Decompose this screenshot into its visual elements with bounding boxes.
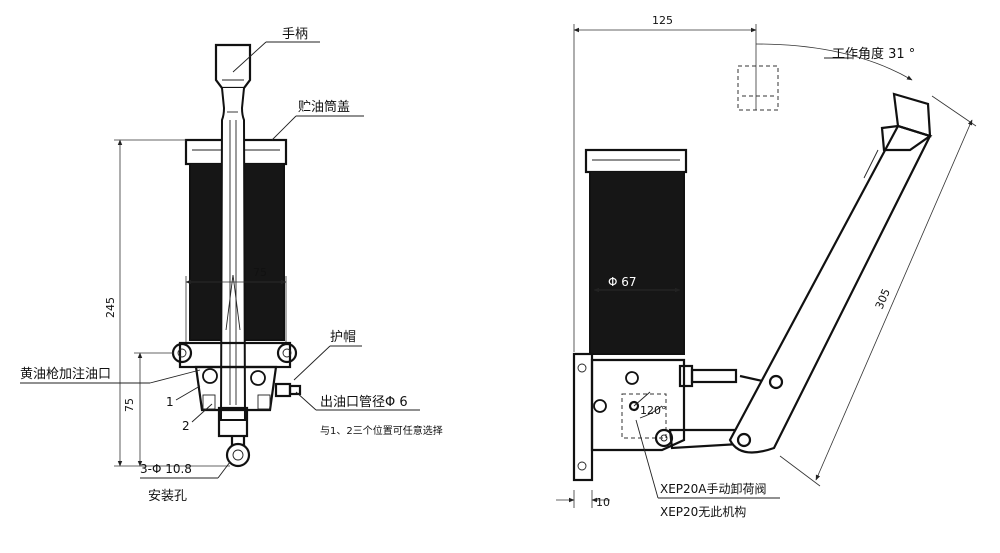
dim-front-width: 75 <box>253 266 267 279</box>
side-reservoir-body <box>589 172 685 355</box>
dim-side-diameter: Φ 67 <box>608 275 637 289</box>
label-handle: 手柄 <box>282 27 308 42</box>
dim-front-base-height: 75 <box>123 398 136 412</box>
dim-base-thickness: 10 <box>596 496 610 509</box>
front-handle-lever <box>219 87 247 421</box>
label-valve-xep20: XEP20无此机构 <box>660 504 746 519</box>
dim-handle-length: 305 <box>873 287 893 311</box>
dim-front-height: 245 <box>104 297 117 318</box>
side-handle-lever <box>728 124 932 454</box>
label-mount-holes: 安装孔 <box>148 489 187 504</box>
front-handle-grip <box>214 43 252 90</box>
label-mount-holes-spec: 3-Φ 10.8 <box>140 462 192 476</box>
label-outlet-note: 与1、2三个位置可任意选择 <box>320 424 443 437</box>
label-angle-120: 120° <box>640 404 667 417</box>
ghost-handle-grip <box>737 65 779 111</box>
side-view: 125 工作角度 31 ° Φ 67 120° <box>556 14 977 519</box>
label-cap: 护帽 <box>330 329 356 345</box>
label-outlet-pipe: 出油口管径Φ 6 <box>320 395 408 410</box>
label-working-angle: 工作角度 31 ° <box>832 46 915 62</box>
dim-side-width: 125 <box>652 14 673 27</box>
label-valve-xep20a: XEP20A手动卸荷阀 <box>660 481 767 496</box>
label-reservoir-cover: 贮油筒盖 <box>298 99 350 115</box>
label-position-2: 2 <box>182 419 190 433</box>
label-grease-fill-port: 黄油枪加注油口 <box>20 366 111 382</box>
front-view: 75 245 75 手柄 <box>20 27 443 504</box>
label-position-1: 1 <box>166 395 174 409</box>
